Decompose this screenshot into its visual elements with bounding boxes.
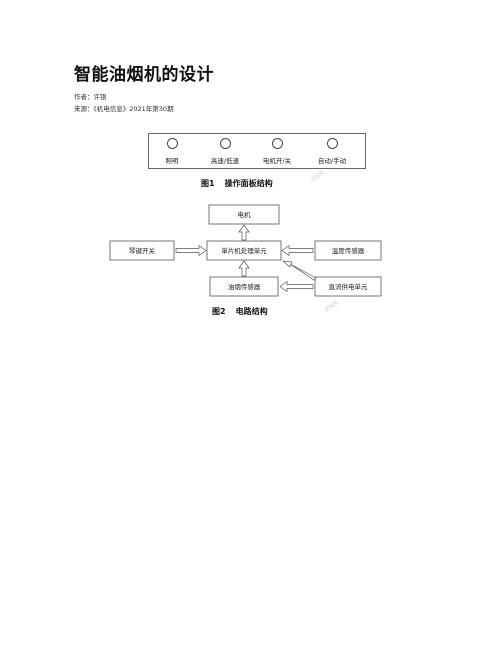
watermark-text: 文档网: [309, 169, 325, 183]
control-motor: 电机开/关: [253, 138, 301, 165]
motor-label: 电机: [238, 210, 252, 219]
watermark-text: 文档网: [323, 299, 339, 313]
control-mode: 自动/手动: [308, 138, 356, 165]
figure2-caption-number: 图2: [212, 307, 226, 316]
dc-power-block: 直流供电单元: [314, 276, 382, 297]
figure1-caption: 图1 操作面板结构: [201, 178, 273, 189]
control-speed: 高速/低速: [201, 138, 249, 165]
circle-knob-icon: [219, 138, 231, 149]
circle-knob-icon: [166, 138, 178, 149]
temp-sensor-block: 温度传感器: [314, 240, 382, 261]
mcu-block: 单片机处理单元: [206, 240, 282, 261]
arrow-switch-to-mcu: [175, 244, 207, 257]
temp-sensor-label: 温度传感器: [332, 246, 365, 255]
key-switch-label: 琴键开关: [129, 246, 156, 255]
operation-panel-figure: 照明 高速/低速 电机开/关 自动/手动: [148, 133, 366, 169]
figure1-caption-text: 操作面板结构: [224, 179, 273, 188]
source-line: 来源：《机电信息》2021年第30期: [74, 105, 174, 113]
arrow-power-to-smoke: [279, 280, 314, 293]
control-lighting: 照明: [148, 138, 196, 165]
motor-block: 电机: [208, 204, 280, 225]
circle-knob-icon: [271, 138, 283, 149]
figure2-caption-text: 电路结构: [235, 307, 268, 316]
figure1-caption-number: 图1: [201, 179, 215, 188]
arrow-temp-to-mcu: [281, 244, 314, 257]
smoke-sensor-label: 油烟传感器: [228, 282, 261, 291]
figure2-caption: 图2 电路结构: [212, 306, 268, 317]
control-label: 高速/低速: [210, 157, 240, 165]
arrow-mcu-to-motor: [238, 224, 250, 241]
smoke-sensor-block: 油烟传感器: [209, 276, 279, 297]
author-line: 作者：许银: [74, 93, 107, 101]
control-label: 电机开/关: [262, 157, 292, 165]
document-title: 智能油烟机的设计: [74, 65, 214, 85]
dc-power-label: 直流供电单元: [329, 282, 369, 291]
mcu-label: 单片机处理单元: [221, 246, 267, 255]
circle-knob-icon: [326, 138, 338, 149]
arrow-smoke-to-mcu: [238, 260, 250, 277]
arrow-power-to-mcu: [281, 260, 317, 281]
control-label: 自动/手动: [317, 157, 347, 165]
key-switch-block: 琴键开关: [109, 240, 175, 261]
control-label: 照明: [165, 157, 179, 165]
